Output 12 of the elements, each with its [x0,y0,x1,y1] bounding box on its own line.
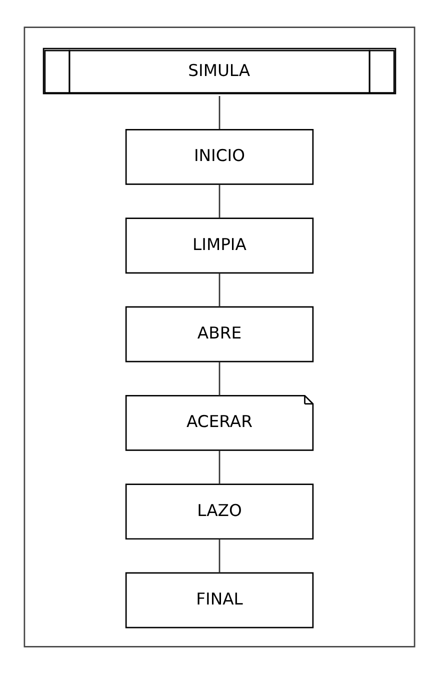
node-box: LIMPIA [125,217,314,274]
cluster [24,26,416,647]
node-box: INICIO [125,128,314,184]
connector [218,184,220,218]
node-box: ABRE [125,306,314,362]
node-box: FINAL [125,572,314,628]
node-box: LAZO [125,483,314,540]
connector [218,272,220,306]
connector [218,450,220,484]
connector [218,361,220,395]
connector [218,538,220,572]
connector [218,96,220,129]
